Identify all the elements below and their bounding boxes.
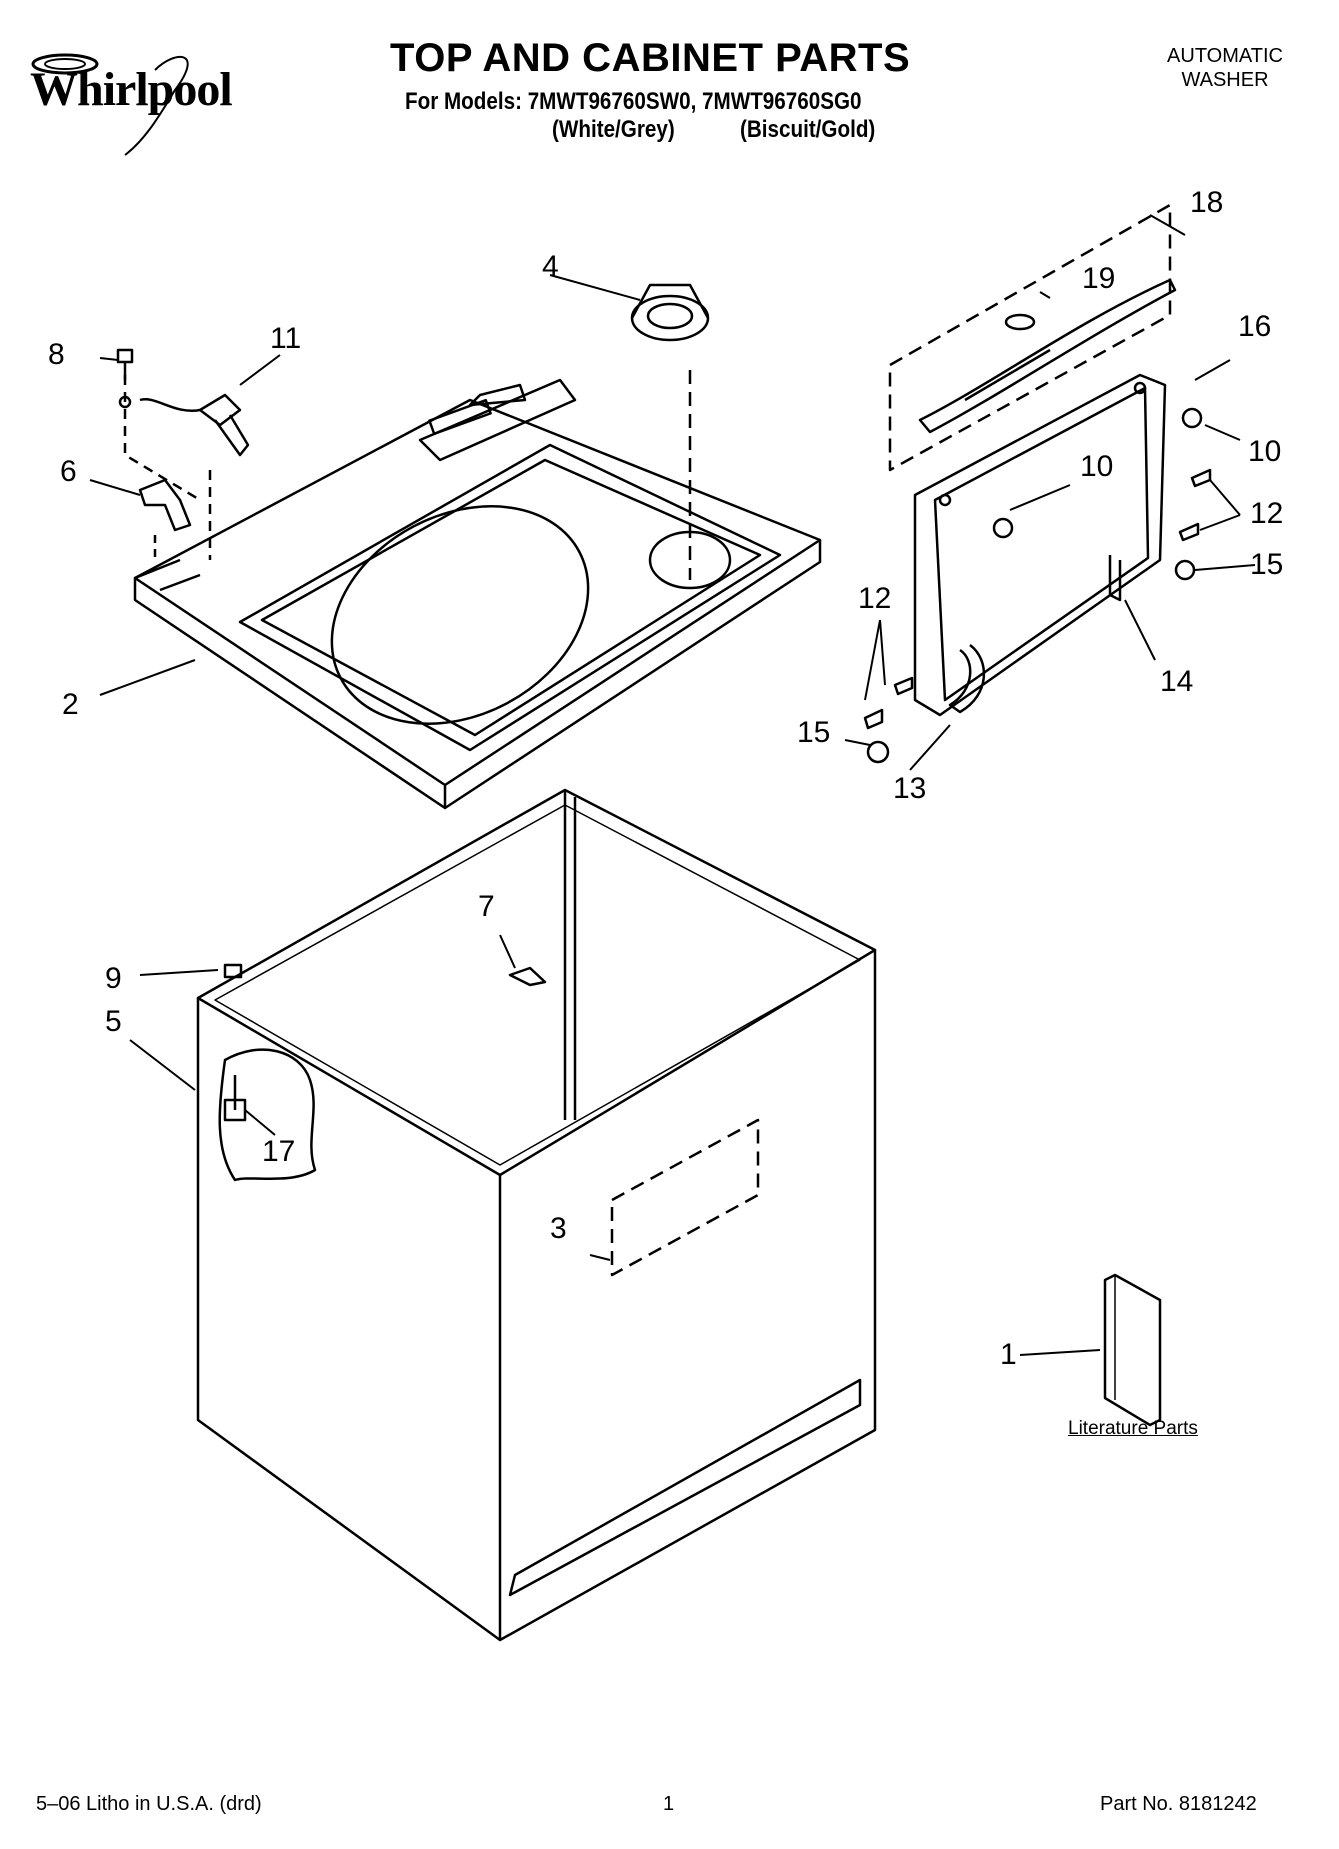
callout-9: 9 [105, 962, 122, 995]
callout-10-frame: 10 [1080, 450, 1114, 483]
callout-15-right: 15 [1250, 548, 1284, 581]
brand-logo-text: Whirlpool [30, 63, 233, 116]
screw-part-12c [893, 676, 914, 696]
callout-3: 3 [550, 1212, 567, 1245]
screw-part-12d [863, 708, 884, 730]
footer-page-number: 1 [663, 1793, 675, 1815]
screw-part-15b [866, 740, 890, 764]
clip-part-6 [138, 478, 192, 532]
callout-6: 6 [60, 455, 77, 488]
literature-parts-label: Literature Parts [1068, 1418, 1198, 1439]
callout-4: 4 [542, 250, 559, 283]
callout-2: 2 [62, 688, 79, 721]
callout-12-right: 12 [1250, 497, 1284, 530]
lid-frame-part [913, 373, 1167, 717]
callout-1: 1 [1000, 1338, 1017, 1371]
hinge-part-14 [1108, 555, 1122, 602]
model-numbers: For Models: 7MWT96760SW0, 7MWT96760SG0 [405, 88, 862, 115]
footer-print-info: 5–06 Litho in U.S.A. (drd) [36, 1793, 262, 1815]
whirlpool-logo [31, 53, 189, 156]
callout-12-left: 12 [858, 582, 892, 615]
literature-part [1103, 1273, 1162, 1427]
appliance-type: AUTOMATIC WASHER [1155, 44, 1295, 92]
bumper-part-10a [1181, 407, 1203, 429]
bumper-part-10b [992, 517, 1014, 539]
screw-part-12b [1178, 522, 1200, 542]
handle-plug-part [1004, 313, 1036, 331]
washer-top-part [133, 378, 822, 810]
cabinet-part [196, 788, 877, 1642]
screw-part-8 [116, 348, 134, 409]
lid-switch-part [139, 393, 250, 457]
screw-part-17 [223, 1075, 247, 1122]
callout-14: 14 [1160, 665, 1194, 698]
lid-handle-part [918, 278, 1177, 434]
screw-part-12a [1190, 468, 1212, 488]
label-area-part-3 [610, 1118, 760, 1277]
callout-17: 17 [262, 1135, 296, 1168]
callout-19: 19 [1082, 262, 1116, 295]
callout-8: 8 [48, 338, 65, 371]
cabinet-cutaway [218, 1048, 317, 1182]
screw-part-7 [508, 966, 547, 987]
callout-7: 7 [478, 890, 495, 923]
callout-11: 11 [270, 322, 302, 355]
color-variant-1: (White/Grey) [552, 116, 675, 143]
callout-16: 16 [1238, 310, 1272, 343]
lid-hinge-part [948, 644, 986, 714]
appliance-type-line2: WASHER [1181, 69, 1269, 91]
callout-15-left: 15 [797, 716, 831, 749]
clip-part-9 [223, 963, 243, 979]
callout-18: 18 [1190, 186, 1224, 219]
screw-part-15a [1174, 559, 1196, 581]
callout-5: 5 [105, 1005, 122, 1038]
callout-13: 13 [893, 772, 927, 805]
callout-10-right: 10 [1248, 435, 1282, 468]
page-title: TOP AND CABINET PARTS [390, 36, 911, 80]
dispenser-cup-part [630, 283, 710, 342]
appliance-type-line1: AUTOMATIC [1167, 45, 1283, 67]
color-variant-2: (Biscuit/Gold) [740, 116, 876, 143]
footer-part-number: Part No. 8181242 [1100, 1793, 1257, 1815]
